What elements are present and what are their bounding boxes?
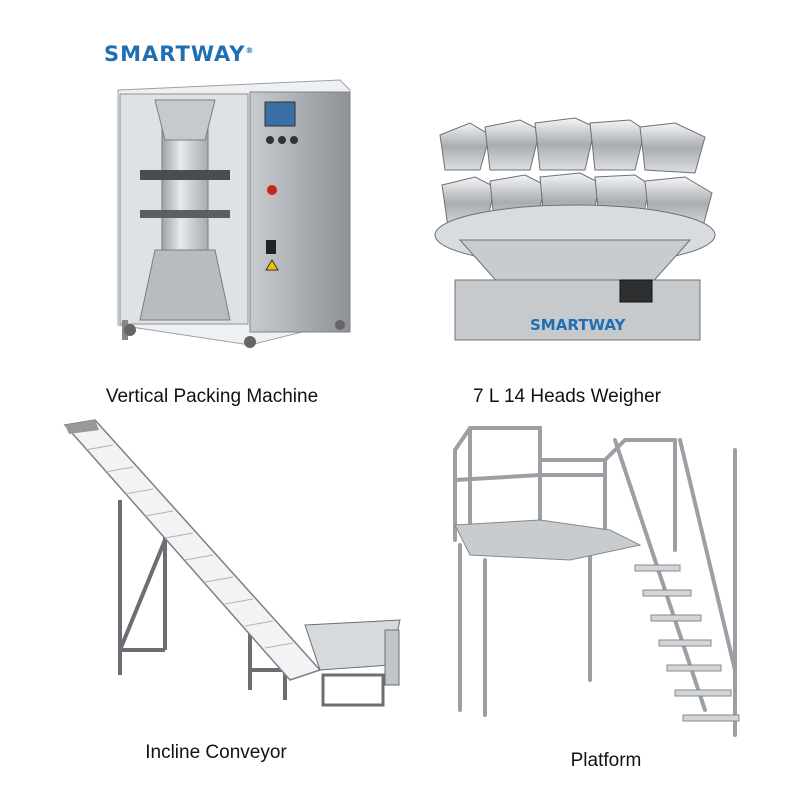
product-caption-work-platform: Platform bbox=[570, 750, 642, 771]
product-caption-incline-conveyor: Incline Conveyor bbox=[145, 742, 287, 763]
product-caption-multihead-weigher: 7 L 14 Heads Weigher bbox=[472, 386, 661, 407]
incline-conveyor-image bbox=[63, 419, 401, 707]
weigher-logo-text: SMARTWAY bbox=[530, 316, 626, 334]
multihead-weigher-image: SMARTWAY bbox=[434, 117, 716, 341]
registered-mark: ® bbox=[245, 46, 255, 55]
work-platform-image bbox=[453, 426, 740, 737]
brand-logo-text: SMARTWAY bbox=[104, 42, 246, 66]
vertical-packing-machine-image bbox=[117, 79, 351, 348]
brand-logo: SMARTWAY® bbox=[104, 42, 255, 66]
product-caption-vertical-packing-machine: Vertical Packing Machine bbox=[105, 386, 319, 407]
